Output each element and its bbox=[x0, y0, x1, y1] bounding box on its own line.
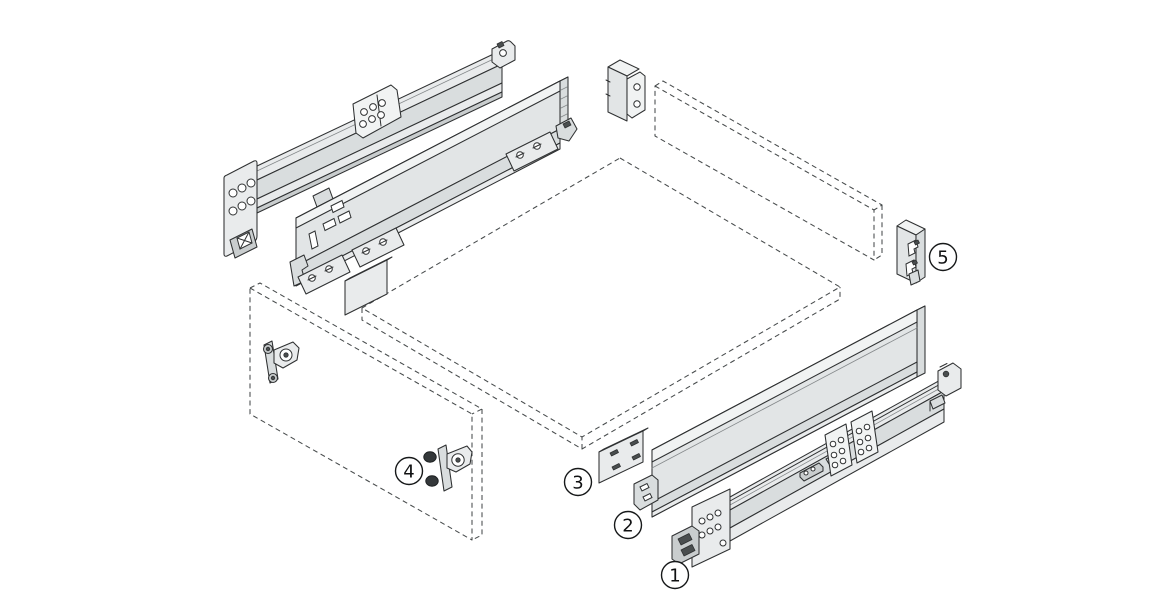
callout-2: 2 bbox=[613, 510, 643, 540]
runner-rear-end-block bbox=[491, 40, 516, 69]
panel-rear-hook bbox=[555, 117, 578, 142]
base-mounting-strip bbox=[351, 227, 405, 268]
cover-cap-plate bbox=[598, 427, 649, 484]
runner-front-hook-foot bbox=[229, 228, 258, 259]
panel-front-foot bbox=[633, 474, 659, 511]
bracket-body bbox=[607, 66, 628, 122]
base-mounting-strip bbox=[297, 254, 351, 295]
panel-end-face bbox=[916, 305, 926, 378]
bracket-bar bbox=[437, 444, 453, 492]
screw-holes bbox=[698, 509, 727, 547]
front-fixing-bracket-lower bbox=[423, 444, 473, 492]
right-back-fixing-bracket bbox=[896, 219, 926, 286]
right-drawer-side-panel bbox=[633, 305, 926, 518]
runner-front-foot bbox=[671, 525, 700, 565]
callout-4: 4 bbox=[394, 456, 424, 486]
base-mounting-strip bbox=[505, 131, 559, 172]
front-panel-outline bbox=[249, 282, 483, 541]
callout-5-label: 5 bbox=[937, 248, 948, 269]
callout-2-label: 2 bbox=[622, 516, 633, 537]
screw-holes bbox=[359, 99, 386, 128]
back-panel-outline bbox=[654, 80, 883, 261]
front-mounting-plate bbox=[691, 488, 731, 568]
callout-1-label: 1 bbox=[669, 566, 680, 587]
screw-holes bbox=[228, 178, 256, 216]
callout-1: 1 bbox=[660, 560, 690, 590]
panel-top-band bbox=[295, 80, 561, 229]
front-fixing-bracket-upper bbox=[262, 340, 300, 384]
bottom-panel-outline bbox=[361, 157, 841, 450]
callout-3-label: 3 bbox=[572, 473, 583, 494]
left-cabinet-runner bbox=[223, 40, 516, 259]
panel-base-lip bbox=[651, 371, 918, 518]
left-drawer-side-panel bbox=[289, 76, 578, 295]
left-cover-cap-plate bbox=[344, 256, 393, 316]
mid-mounting-plate bbox=[824, 423, 853, 477]
panel-slots bbox=[308, 199, 352, 250]
dowel bbox=[423, 451, 437, 463]
callout-4-label: 4 bbox=[403, 462, 414, 483]
bracket-flange bbox=[626, 71, 646, 119]
dowel bbox=[425, 475, 439, 487]
left-runner-mid-bracket bbox=[352, 84, 402, 139]
left-back-fixing-bracket bbox=[605, 59, 646, 122]
callout-3: 3 bbox=[563, 467, 593, 497]
callout-5: 5 bbox=[928, 242, 958, 272]
mid-mounting-plate bbox=[850, 410, 879, 464]
bracket-foot bbox=[908, 269, 921, 286]
panel-top-band bbox=[651, 309, 918, 463]
right-cabinet-runner bbox=[671, 362, 962, 568]
runner-rear-end-block bbox=[929, 362, 962, 412]
